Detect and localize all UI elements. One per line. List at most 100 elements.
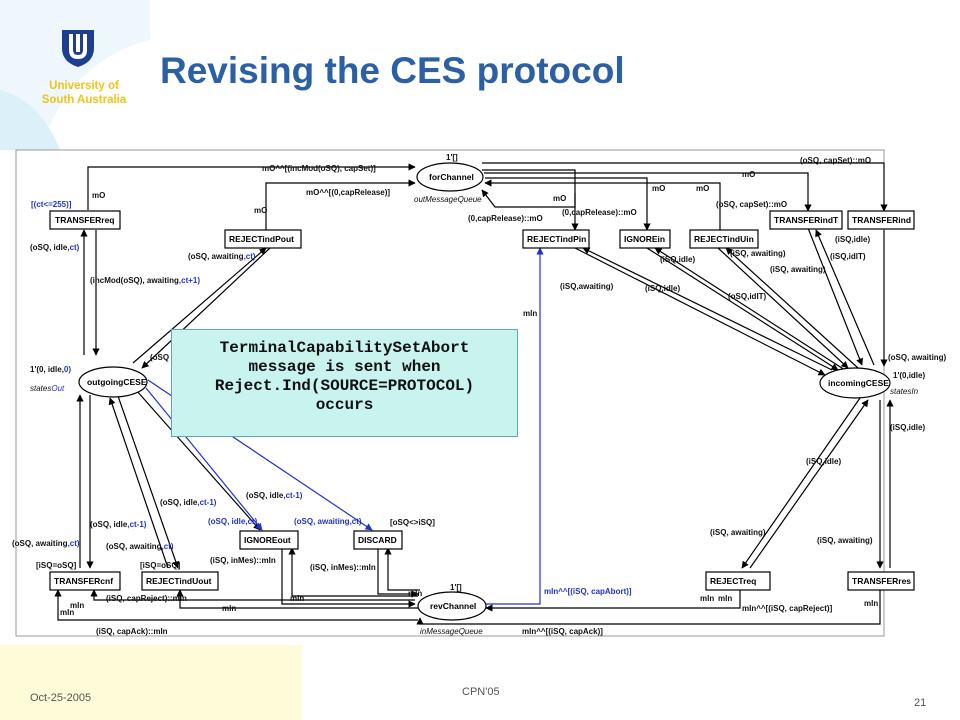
svg-text:mIn: mIn bbox=[700, 594, 714, 603]
svg-text:(iSQ, capAck)::mIn: (iSQ, capAck)::mIn bbox=[96, 627, 168, 636]
svg-text:mIn: mIn bbox=[290, 594, 304, 603]
transition-TRANSFERcnf: TRANSFERcnf [iSQ=oSQ] bbox=[36, 561, 121, 591]
footer-band bbox=[0, 645, 302, 720]
university-logo-icon bbox=[60, 28, 96, 68]
arcs bbox=[54, 162, 894, 625]
svg-text:mO: mO bbox=[92, 191, 105, 200]
outgoingCESE-init: 1'(0, idle,0) bbox=[30, 365, 71, 374]
guard-TRANSFERcnf: [iSQ=oSQ] bbox=[36, 561, 77, 570]
svg-text:mIn: mIn bbox=[70, 601, 84, 610]
svg-text:(iSQ, capReject)::mIn: (iSQ, capReject)::mIn bbox=[106, 594, 187, 603]
incomingCESE-type: statesIn bbox=[890, 387, 919, 396]
transition-TRANSFERindT: TRANSFERindT bbox=[769, 210, 843, 230]
transition-REJECTindUout: REJECTindUout [iSQ=oSQ] bbox=[140, 561, 219, 591]
svg-text:mO: mO bbox=[696, 184, 709, 193]
transition-REJECTreq: REJECTreq bbox=[705, 571, 771, 591]
transition-TRANSFERind: TRANSFERind bbox=[847, 210, 915, 230]
svg-text:(iSQ,idle): (iSQ,idle) bbox=[645, 284, 680, 293]
svg-text:(iSQ,idIT): (iSQ,idIT) bbox=[830, 252, 866, 261]
transition-DISCARD: DISCARD [oSQ<>iSQ] bbox=[353, 518, 435, 550]
incomingCESE-label: incomingCESE bbox=[828, 378, 889, 388]
revChannel-init: 1'[] bbox=[450, 583, 462, 592]
arc-labels: mO^^[(incMod(oSQ), capSet)] mO^^[(0,capR… bbox=[12, 156, 947, 636]
outgoingCESE-label: outgoingCESE bbox=[87, 377, 147, 387]
svg-text:(iSQ,idle): (iSQ,idle) bbox=[806, 457, 841, 466]
svg-text:(0,capRelease)::mO: (0,capRelease)::mO bbox=[562, 208, 637, 217]
svg-text:REJECTindPout: REJECTindPout bbox=[229, 234, 294, 244]
svg-text:(oSQ, awaiting,ct): (oSQ, awaiting,ct) bbox=[106, 542, 174, 551]
svg-text:(oSQ, capSet)::mO: (oSQ, capSet)::mO bbox=[716, 200, 787, 209]
revChannel-label: revChannel bbox=[430, 601, 476, 611]
svg-text:mIn: mIn bbox=[523, 309, 537, 318]
svg-text:IGNOREout: IGNOREout bbox=[244, 535, 291, 545]
university-name-line1: University of bbox=[49, 80, 119, 92]
page-number: 21 bbox=[914, 697, 927, 709]
svg-text:TRANSFERind: TRANSFERind bbox=[852, 215, 911, 225]
svg-text:mIn: mIn bbox=[408, 589, 422, 598]
diagram-frame bbox=[15, 149, 885, 637]
svg-text:(oSQ, idle,ct): (oSQ, idle,ct) bbox=[30, 243, 80, 252]
place-forChannel: forChannel outMessageQueue 1'[] bbox=[414, 153, 484, 204]
svg-text:DISCARD: DISCARD bbox=[358, 535, 397, 545]
svg-text:(oSQ, idle,ct-1): (oSQ, idle,ct-1) bbox=[246, 491, 303, 500]
place-incomingCESE: incomingCESE 1'(0,idle) statesIn bbox=[819, 367, 925, 399]
page-title: Revising the CES protocol bbox=[160, 50, 625, 91]
svg-text:REJECTreq: REJECTreq bbox=[710, 576, 756, 586]
guard-REJECTindUout: [iSQ=oSQ] bbox=[140, 561, 181, 570]
callout-line2: message is sent when bbox=[248, 358, 441, 376]
svg-text:mO^^[(incMod(oSQ), capSet)]: mO^^[(incMod(oSQ), capSet)] bbox=[262, 164, 376, 173]
corner-decoration bbox=[0, 0, 150, 150]
incomingCESE-init: 1'(0,idle) bbox=[893, 371, 925, 380]
transition-IGNOREout: IGNOREout bbox=[239, 530, 299, 550]
transition-REJECTindPout: REJECTindPout bbox=[224, 229, 302, 249]
svg-text:REJECTindUout: REJECTindUout bbox=[146, 576, 212, 586]
svg-text:(oSQ, idle,ct): (oSQ, idle,ct) bbox=[208, 517, 258, 526]
svg-text:mIn: mIn bbox=[718, 594, 732, 603]
transition-IGNOREin: IGNOREin bbox=[619, 229, 671, 249]
svg-text:mIn^^[(iSQ, capAck)]: mIn^^[(iSQ, capAck)] bbox=[522, 627, 603, 636]
svg-text:mIn: mIn bbox=[60, 608, 74, 617]
callout-line1: TerminalCapabilitySetAbort bbox=[219, 339, 470, 357]
footer-conference: CPN'05 bbox=[462, 686, 500, 698]
forChannel-init: 1'[] bbox=[446, 153, 458, 162]
svg-text:mO: mO bbox=[254, 206, 267, 215]
transition-REJECTindPin: REJECTindPin bbox=[522, 229, 590, 249]
svg-text:(oSQ, awaiting,ct): (oSQ, awaiting,ct) bbox=[188, 252, 256, 261]
svg-text:(oSQ, idle,ct-1): (oSQ, idle,ct-1) bbox=[90, 520, 147, 529]
forChannel-label: forChannel bbox=[429, 172, 474, 182]
svg-text:(0,capRelease)::mO: (0,capRelease)::mO bbox=[468, 214, 543, 223]
transition-TRANSFERreq: TRANSFERreq [(ct<=255)] bbox=[31, 200, 121, 230]
forChannel-type: outMessageQueue bbox=[414, 195, 482, 204]
svg-text:IGNOREin: IGNOREin bbox=[624, 234, 665, 244]
svg-text:mO: mO bbox=[553, 194, 566, 203]
svg-text:(iSQ,idle): (iSQ,idle) bbox=[890, 423, 925, 432]
footer-date: Oct-25-2005 bbox=[30, 692, 92, 704]
svg-text:(iSQ, inMes)::mIn: (iSQ, inMes)::mIn bbox=[210, 556, 276, 565]
annotation-callout: TerminalCapabilitySetAbort message is se… bbox=[171, 329, 518, 437]
svg-text:(iSQ, awaiting): (iSQ, awaiting) bbox=[817, 536, 873, 545]
svg-text:(oSQ,idIT): (oSQ,idIT) bbox=[728, 292, 767, 301]
svg-text:(incMod(oSQ), awaiting,ct+1): (incMod(oSQ), awaiting,ct+1) bbox=[90, 276, 200, 285]
svg-text:mO^^[(0,capRelease)]: mO^^[(0,capRelease)] bbox=[306, 188, 390, 197]
svg-text:(iSQ, inMes)::mIn: (iSQ, inMes)::mIn bbox=[310, 563, 376, 572]
svg-text:(oSQ, capSet)::mO: (oSQ, capSet)::mO bbox=[800, 156, 871, 165]
svg-text:mIn: mIn bbox=[864, 599, 878, 608]
svg-text:REJECTindPin: REJECTindPin bbox=[527, 234, 586, 244]
outgoingCESE-type: statesOut bbox=[30, 384, 65, 393]
guard-TRANSFERreq: [(ct<=255)] bbox=[31, 200, 72, 209]
transition-REJECTindUin: REJECTindUin bbox=[689, 229, 759, 249]
svg-text:(oSQ, awaiting): (oSQ, awaiting) bbox=[888, 353, 947, 362]
place-outgoingCESE: outgoingCESE 1'(0, idle,0) statesOut bbox=[30, 365, 148, 398]
svg-text:TRANSFERres: TRANSFERres bbox=[852, 576, 911, 586]
svg-text:(iSQ,idle): (iSQ,idle) bbox=[660, 255, 695, 264]
svg-text:TRANSFERreq: TRANSFERreq bbox=[55, 215, 115, 225]
guard-DISCARD: [oSQ<>iSQ] bbox=[390, 518, 435, 527]
place-revChannel: revChannel inMessageQueue 1'[] bbox=[417, 583, 487, 636]
svg-text:(iSQ, awaiting): (iSQ, awaiting) bbox=[710, 528, 766, 537]
svg-text:(iSQ, awaiting): (iSQ, awaiting) bbox=[730, 249, 786, 258]
svg-text:(oSQ, awaiting,ct): (oSQ, awaiting,ct) bbox=[294, 517, 362, 526]
callout-line3: Reject.Ind(SOURCE=PROTOCOL) bbox=[214, 377, 475, 395]
svg-text:TRANSFERcnf: TRANSFERcnf bbox=[54, 576, 113, 586]
svg-text:mO: mO bbox=[742, 170, 755, 179]
svg-text:mIn: mIn bbox=[222, 604, 236, 613]
